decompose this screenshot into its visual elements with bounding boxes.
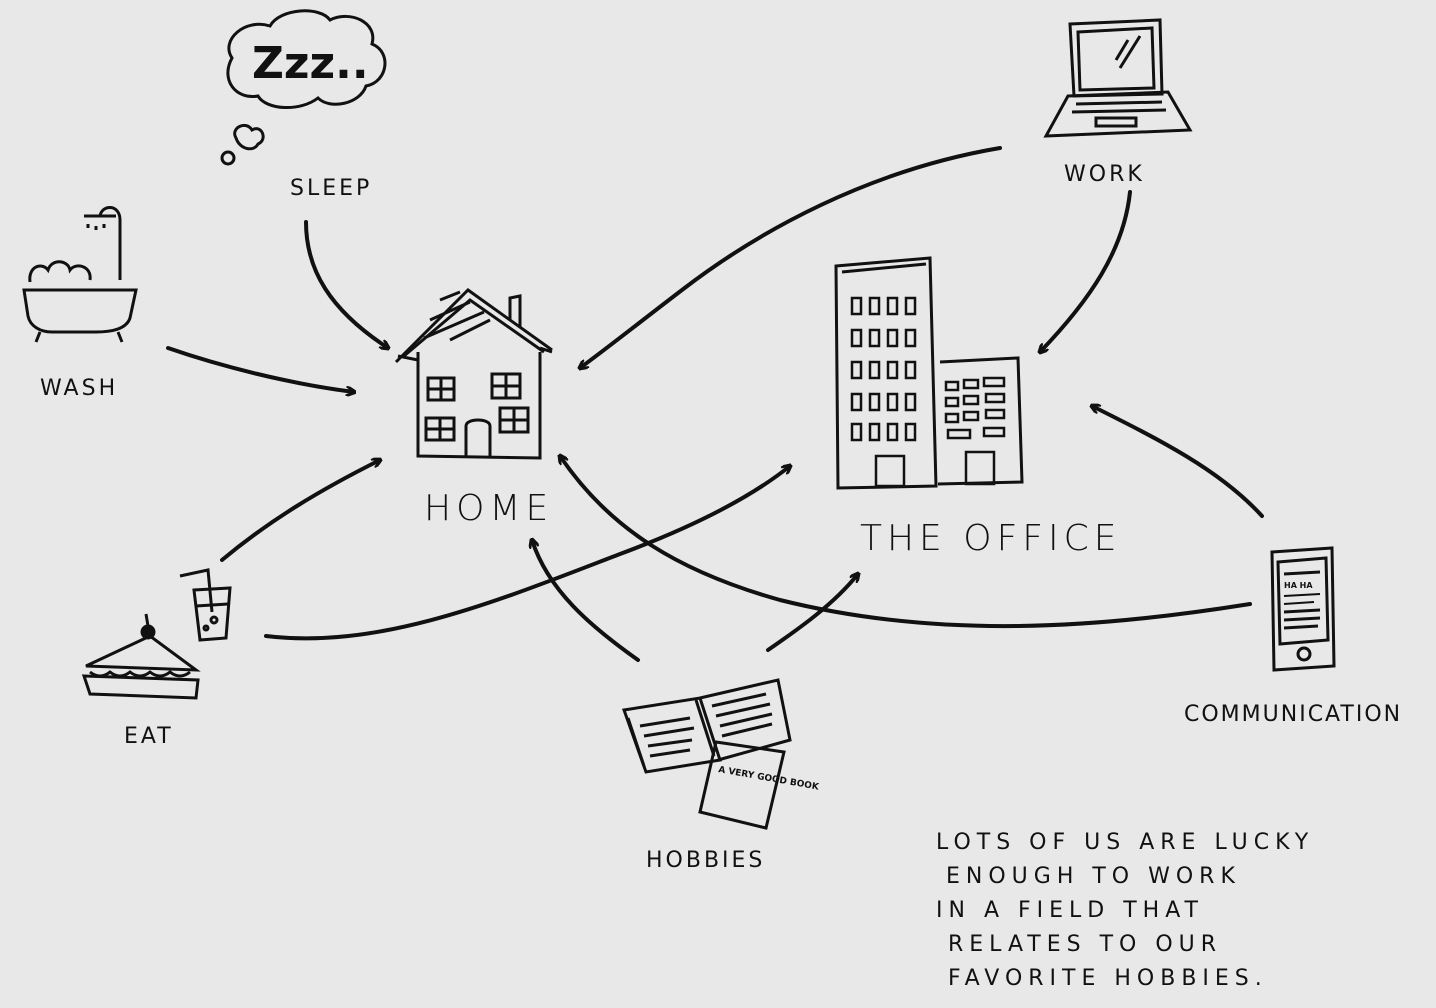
note-line: FAVORITE HOBBIES.: [948, 966, 1268, 991]
home-label: HOME: [424, 488, 554, 529]
note-line: ENOUGH TO WORK: [946, 864, 1241, 889]
arrow-work-to-office: [1040, 190, 1132, 352]
bathtub-icon: [22, 206, 138, 343]
arrow-hobbies-to-office: [766, 574, 858, 652]
house-icon: [394, 288, 553, 460]
phone-text: HA HA: [1284, 581, 1313, 590]
communication-label: COMMUNICATION: [1184, 702, 1403, 727]
drink-icon: [179, 568, 232, 642]
books-icon: A VERY GOOD BOOK: [621, 678, 820, 830]
note-line: LOTS OF US ARE LUCKY: [936, 830, 1315, 855]
arrow-work-to-home: [580, 146, 1002, 368]
sandwich-icon: [81, 613, 201, 700]
laptop-icon: [1043, 18, 1193, 138]
work-label: WORK: [1064, 162, 1145, 187]
arrow-eat-to-office: [264, 466, 790, 641]
thought-cloud-icon: Zzz..: [220, 9, 387, 166]
arrow-wash-to-home: [166, 346, 354, 392]
zzz-text: Zzz..: [252, 38, 369, 89]
phone-icon: HA HA: [1270, 546, 1336, 672]
hobbies-label: HOBBIES: [646, 848, 766, 873]
office-building-icon: [834, 256, 1024, 490]
arrow-sleep-to-home: [304, 220, 388, 348]
arrow-communication-to-home: [560, 456, 1252, 629]
wash-label: WASH: [40, 376, 119, 401]
note-text: LOTS OF US ARE LUCKY ENOUGH TO WORK IN A…: [936, 826, 1314, 996]
sleep-label: SLEEP: [290, 176, 373, 201]
book-cover-text: A VERY GOOD BOOK: [717, 765, 820, 793]
arrow-eat-to-home: [220, 460, 380, 562]
eat-label: EAT: [124, 724, 174, 749]
note-line: IN A FIELD THAT: [936, 898, 1204, 923]
office-label: THE OFFICE: [860, 518, 1122, 559]
arrow-communication-to-office: [1092, 406, 1264, 518]
arrow-hobbies-to-home: [532, 540, 640, 662]
note-line: RELATES TO OUR: [948, 932, 1223, 957]
